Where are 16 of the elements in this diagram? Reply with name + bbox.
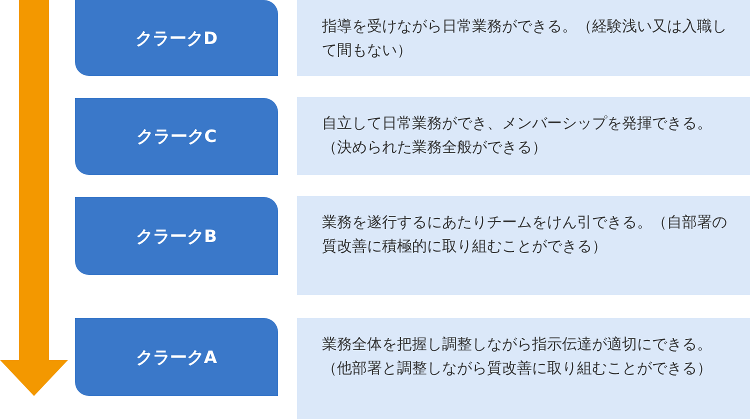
level-box bbox=[75, 197, 278, 275]
level-label: クラークB bbox=[136, 226, 217, 248]
description-text: 業務全体を把握し調整しながら指示伝達が適切にできる。（他部署と調整しながら質改善に取り組むことができる） bbox=[322, 334, 713, 379]
description-text: 指導を受けながら日常業務ができる。（経験浅い又は入職して間もない） bbox=[322, 16, 728, 61]
level-label: クラークA bbox=[136, 346, 218, 368]
level-label: クラークD bbox=[135, 28, 218, 50]
level-box bbox=[75, 0, 278, 76]
description-panel bbox=[297, 196, 750, 295]
description-text: 自立して日常業務ができ、メンバーシップを発揮できる。（決められた業務全般ができる） bbox=[322, 113, 713, 158]
level-box bbox=[75, 318, 278, 396]
level-box bbox=[75, 98, 278, 175]
description-panel bbox=[297, 97, 750, 175]
description-panel bbox=[297, 318, 750, 419]
level-label: クラークC bbox=[136, 126, 217, 148]
description-panel bbox=[297, 0, 750, 76]
description-text: 業務を遂行するにあたりチームをけん引できる。（自部署の質改善に積極的に取り組むことができる） bbox=[322, 212, 728, 257]
